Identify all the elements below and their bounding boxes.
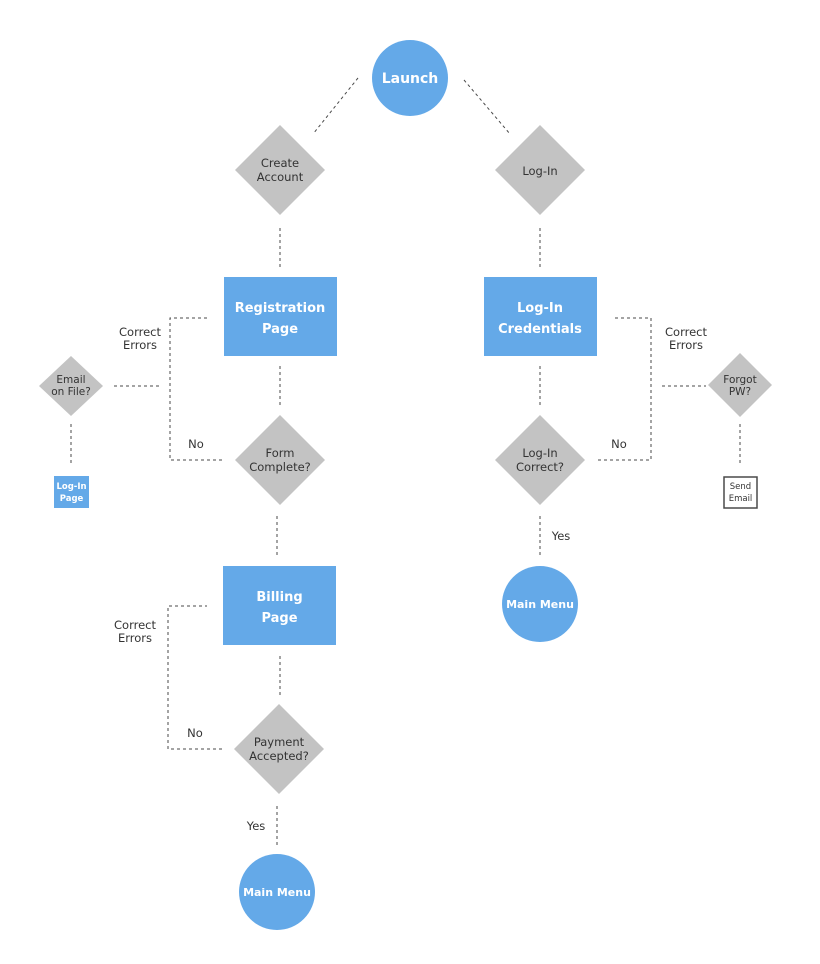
connector-payment-loop bbox=[167, 605, 222, 750]
main-menu-right-label: Main Menu bbox=[506, 598, 574, 611]
create-account-label-2: Account bbox=[257, 170, 304, 184]
launch-node: Launch bbox=[372, 40, 448, 116]
form-complete-decision: Form Complete? bbox=[235, 415, 325, 505]
no-form-label: No bbox=[188, 437, 204, 451]
yes-payment-label: Yes bbox=[246, 819, 266, 833]
registration-page-label-2: Page bbox=[262, 322, 298, 337]
correct-errors-login-label-2: Errors bbox=[669, 338, 703, 352]
connector-logincorrect-loop bbox=[598, 317, 652, 461]
payment-accepted-label-1: Payment bbox=[254, 735, 305, 749]
forgot-pw-label-2: PW? bbox=[729, 386, 751, 398]
correct-errors-reg-label-1: Correct bbox=[119, 325, 161, 339]
main-menu-bottom-label: Main Menu bbox=[243, 886, 311, 899]
send-email-label-2: Email bbox=[729, 494, 753, 504]
connectors bbox=[70, 77, 741, 846]
email-on-file-decision: Email on File? bbox=[39, 356, 103, 416]
correct-errors-login-label-1: Correct bbox=[665, 325, 707, 339]
payment-accepted-label-2: Accepted? bbox=[249, 749, 309, 763]
send-email-label-1: Send bbox=[730, 482, 751, 492]
log-in-correct-label-2: Correct? bbox=[516, 460, 564, 474]
connector-launch-login bbox=[463, 79, 511, 135]
registration-page-node: Registration Page bbox=[224, 277, 337, 356]
billing-page-label-1: Billing bbox=[256, 590, 302, 605]
connector-launch-create bbox=[312, 77, 359, 135]
no-payment-label: No bbox=[187, 726, 203, 740]
correct-errors-billing-label-2: Errors bbox=[118, 631, 152, 645]
correct-errors-billing-label-1: Correct bbox=[114, 618, 156, 632]
log-in-credentials-node: Log-In Credentials bbox=[484, 277, 597, 356]
email-on-file-label-2: on File? bbox=[51, 386, 91, 398]
no-login-label: No bbox=[611, 437, 627, 451]
log-in-decision: Log-In bbox=[495, 125, 585, 215]
log-in-credentials-label-1: Log-In bbox=[517, 301, 563, 316]
log-in-credentials-label-2: Credentials bbox=[498, 322, 582, 337]
forgot-pw-label-1: Forgot bbox=[723, 374, 756, 386]
email-on-file-label-1: Email bbox=[56, 374, 85, 386]
main-menu-right-node: Main Menu bbox=[502, 566, 578, 642]
main-menu-bottom-node: Main Menu bbox=[239, 854, 315, 930]
form-complete-label-2: Complete? bbox=[249, 460, 311, 474]
create-account-decision: Create Account bbox=[235, 125, 325, 215]
payment-accepted-decision: Payment Accepted? bbox=[234, 704, 324, 794]
billing-page-node: Billing Page bbox=[223, 566, 336, 645]
launch-label: Launch bbox=[382, 71, 439, 87]
log-in-label: Log-In bbox=[522, 164, 557, 178]
log-in-correct-label-1: Log-In bbox=[522, 446, 557, 460]
form-complete-label-1: Form bbox=[266, 446, 295, 460]
registration-page-label-1: Registration bbox=[235, 301, 326, 316]
log-in-correct-decision: Log-In Correct? bbox=[495, 415, 585, 505]
forgot-pw-decision: Forgot PW? bbox=[708, 353, 772, 417]
edge-labels: Correct Errors No Correct Errors No Yes … bbox=[114, 325, 707, 833]
yes-login-label: Yes bbox=[551, 529, 571, 543]
log-in-page-label-2: Page bbox=[60, 494, 84, 504]
send-email-node: Send Email bbox=[723, 476, 758, 509]
log-in-page-label-1: Log-In bbox=[56, 482, 86, 492]
connector-form-loop bbox=[169, 317, 222, 461]
create-account-label-1: Create bbox=[261, 156, 299, 170]
correct-errors-reg-label-2: Errors bbox=[123, 338, 157, 352]
log-in-page-node: Log-In Page bbox=[54, 476, 89, 508]
billing-page-label-2: Page bbox=[261, 611, 297, 626]
